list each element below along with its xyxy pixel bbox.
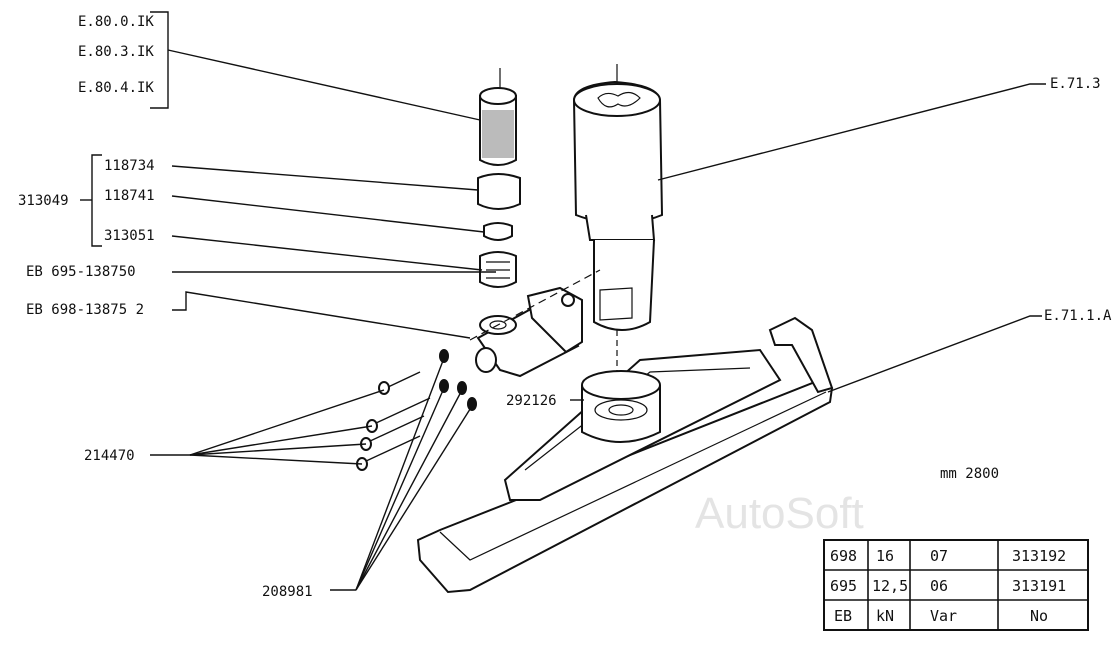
leader-lines <box>80 11 1046 591</box>
adapter-ring <box>581 370 661 443</box>
table-cell: 16 <box>876 547 894 565</box>
label-eb698: EB 698-13875 2 <box>26 302 144 318</box>
table-cell: EB <box>834 607 852 625</box>
ram-cylinder <box>572 64 664 372</box>
table-cell: 698 <box>830 547 857 565</box>
label-e800: E.80.0.IK <box>78 14 154 30</box>
watermark: AutoSoft <box>695 489 864 538</box>
table-cell: 06 <box>930 577 948 595</box>
label-eb695: EB 695-138750 <box>26 264 136 280</box>
label-e713: E.71.3 <box>1050 76 1101 92</box>
label-214470: 214470 <box>84 448 135 464</box>
label-313049: 313049 <box>18 193 69 209</box>
label-scale: mm 2800 <box>940 466 999 482</box>
table-cell: 695 <box>830 577 857 595</box>
label-e711a: E.71.1.A <box>1044 308 1112 324</box>
label-208981: 208981 <box>262 584 313 600</box>
label-e804: E.80.4.IK <box>78 80 154 96</box>
label-313051: 313051 <box>104 228 155 244</box>
spec-table: 698 16 07 313192 695 12,5 06 313191 EB k… <box>823 539 1089 631</box>
table-cell: 313191 <box>1012 577 1066 595</box>
label-118734: 118734 <box>104 158 155 174</box>
table-cell: 07 <box>930 547 948 565</box>
table-cell: Var <box>930 607 957 625</box>
table-cell: 313192 <box>1012 547 1066 565</box>
bolts-and-washers <box>356 349 477 471</box>
table-cell: kN <box>876 607 894 625</box>
pump-body <box>469 269 601 378</box>
table-cell: 12,5 <box>872 577 908 595</box>
label-e803: E.80.3.IK <box>78 44 154 60</box>
label-292126: 292126 <box>506 393 557 409</box>
filter-stack <box>477 68 521 288</box>
table-cell: No <box>1030 607 1048 625</box>
label-118741: 118741 <box>104 188 155 204</box>
